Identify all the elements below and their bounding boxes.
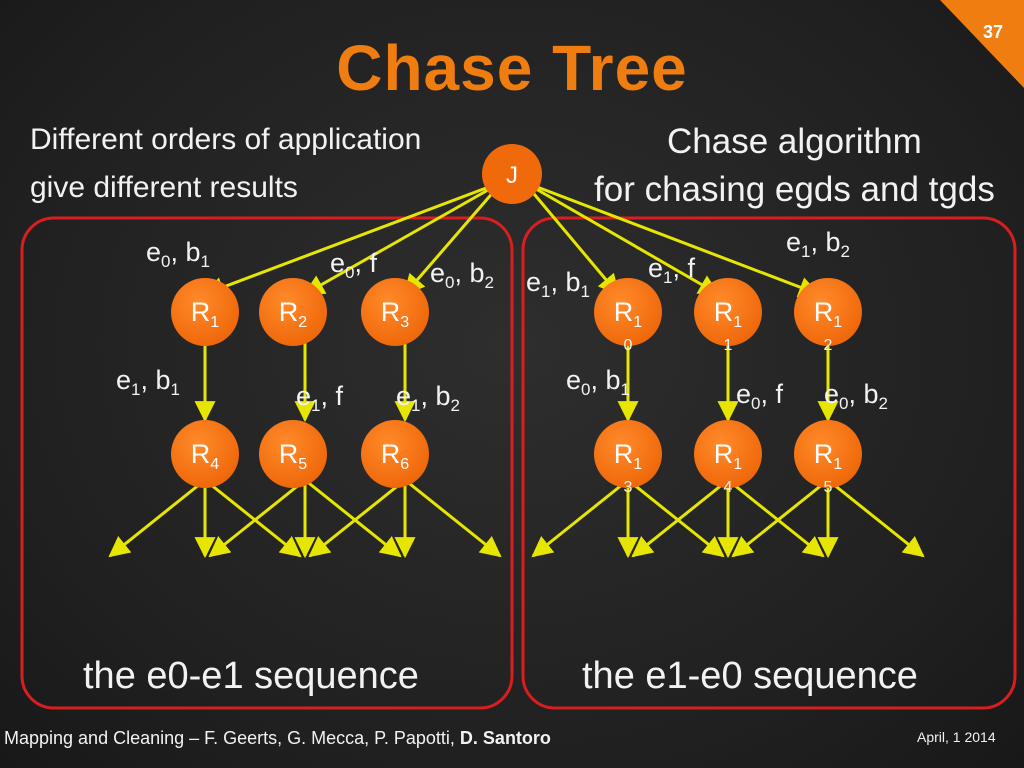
leaf-edge (208, 478, 306, 558)
node-R2: R2 (259, 278, 327, 346)
edge-root-R2 (303, 180, 503, 296)
algorithm-line-1: Chase algorithm (666, 122, 922, 161)
node-number: 1 (723, 337, 733, 354)
node-R1-0: R1 (594, 278, 662, 346)
corner-triangle (940, 0, 1024, 88)
edge-label-e1-f: e1, f (296, 381, 344, 415)
edge-label-e1-b2-right: e1, b2 (786, 227, 850, 261)
right-caption: the e1-e0 sequence (582, 655, 918, 697)
root-label: J (506, 162, 518, 189)
node-R4: R4 (171, 420, 239, 488)
edge-label-e0-b2-right: e0, b2 (824, 379, 888, 413)
edge-label-e0-b1: e0, b1 (146, 237, 210, 271)
leaf-edge (308, 478, 406, 558)
left-caption: the e0-e1 sequence (83, 655, 419, 697)
edge-label-e1-b1: e1, b1 (116, 365, 180, 399)
edge-root-R10 (522, 181, 620, 296)
edge-root-R1 (203, 180, 503, 298)
edge-root-R12 (523, 180, 820, 298)
node-number: 5 (823, 479, 833, 496)
edge-label-e1-b2: e1, b2 (396, 381, 460, 415)
node-number: 4 (723, 479, 733, 496)
edge-label-e0-b1-right: e0, b1 (566, 365, 630, 399)
intro-text: Different orders of application give dif… (30, 116, 421, 212)
edge-label-e0-f-right: e0, f (736, 379, 784, 413)
node-R6: R6 (361, 420, 429, 488)
leaf-edge (631, 478, 729, 558)
algorithm-line-2: for chasing egds and tgds (594, 170, 995, 209)
leaf-edge (108, 478, 206, 558)
node-R1: R1 (171, 278, 239, 346)
right-group-box (521, 216, 1017, 710)
leaf-edge (304, 478, 402, 558)
algorithm-text: Chase algorithm for chasing egds and tgd… (594, 118, 995, 214)
node-R5: R5 (259, 420, 327, 488)
leaf-edge (627, 478, 725, 558)
node-R1-2: R1 (794, 278, 862, 346)
footer-authors: Mapping and Cleaning – F. Geerts, G. Mec… (4, 728, 551, 748)
node-R1-1: R1 (694, 278, 762, 346)
edge-root-R11 (523, 180, 720, 296)
node-R1-5: R1 (794, 420, 862, 488)
leaf-edge (827, 478, 925, 558)
edge-root-R3 (403, 181, 504, 296)
leaf-edge (204, 478, 302, 558)
leaf-edge (727, 478, 825, 558)
leaf-edge (531, 478, 629, 558)
root-node (482, 144, 542, 204)
leaf-edge (404, 478, 502, 558)
node-R1-3: R1 (594, 420, 662, 488)
node-number: 0 (623, 337, 633, 354)
edge-label-e0-b2: e0, b2 (430, 258, 494, 292)
intro-line-1: Different orders of application (30, 123, 422, 156)
left-group-box (20, 216, 514, 710)
node-R1-4: R1 (694, 420, 762, 488)
edge-label-e1-b1-right: e1, b1 (526, 267, 590, 301)
edge-label-e0-f: e0, f (330, 248, 378, 282)
node-R3: R3 (361, 278, 429, 346)
node-number: 2 (823, 337, 833, 354)
highlight-author: D. Santoro (459, 728, 551, 748)
slide-number: 37 (983, 22, 1004, 42)
slide-title: Chase Tree (336, 32, 688, 104)
leaf-edge (731, 478, 829, 558)
intro-line-2: give different results (30, 171, 298, 204)
edge-label-e1-f-right: e1, f (648, 253, 696, 287)
footer-date: April, 1 2014 (917, 729, 996, 745)
node-number: 3 (623, 479, 633, 496)
